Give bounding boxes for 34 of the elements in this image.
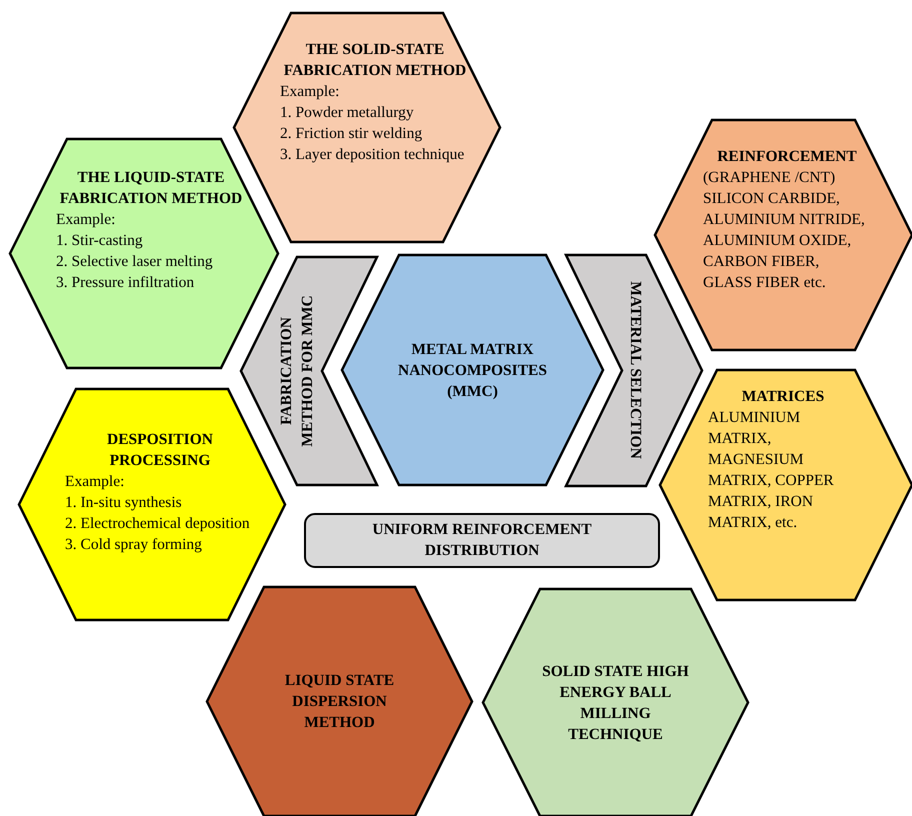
heading: DESPOSITION PROCESSING xyxy=(106,430,214,471)
list-item: 2. Electrochemical deposition xyxy=(65,514,251,534)
rounded-box xyxy=(304,513,660,568)
list-item: 2. Selective laser melting xyxy=(56,252,214,272)
example-label: Example: xyxy=(280,82,340,102)
list-item: 1. Powder metallurgy xyxy=(280,103,415,123)
body-text: ALUMINIUM MATRIX, MAGNESIUM MATRIX, COPPER MATRIX, IRON MATRIX, etc. xyxy=(708,408,835,533)
hexagon-box xyxy=(207,587,472,816)
hexagon-box xyxy=(483,589,748,816)
heading: THE SOLID-STATE FABRICATION METHOD xyxy=(282,40,468,81)
heading: METAL MATRIX NANOCOMPOSITES (MMC) xyxy=(397,340,548,402)
chevron-shape xyxy=(566,255,702,486)
heading: MATRICES xyxy=(740,387,826,407)
list-item: 2. Friction stir welding xyxy=(280,124,424,144)
list-item: 3. Cold spray forming xyxy=(65,535,203,555)
chevron-label: MATERIAL SELECTION xyxy=(626,280,646,460)
example-label: Example: xyxy=(65,472,126,492)
heading: LIQUID STATE DISPERSION METHOD xyxy=(284,671,396,733)
list-item: 3. Pressure infiltration xyxy=(56,273,196,293)
heading: THE LIQUID-STATE FABRICATION METHOD xyxy=(58,168,244,209)
hexagon-box xyxy=(660,370,912,600)
hexagon-box xyxy=(10,139,278,368)
list-item: 1. In-situ synthesis xyxy=(65,493,183,513)
hexagon-box xyxy=(342,255,603,485)
list-item: 1. Stir-casting xyxy=(56,231,144,251)
example-label: Example: xyxy=(56,210,116,230)
hexagon-box xyxy=(655,120,912,350)
heading: REINFORCEMENT xyxy=(716,147,858,167)
chevron-shape xyxy=(241,257,377,485)
chevron-label: FABRICATION METHOD FOR MMC xyxy=(277,294,317,449)
body-text: (GRAPHENE /CNT) SILICON CARBIDE, ALUMINIUM NITRIDE, ALUMINIUM OXIDE, CARBON FIBER, GLASS FIBER etc. xyxy=(703,168,866,293)
list-item: 3. Layer deposition technique xyxy=(280,145,466,165)
heading: UNIFORM REINFORCEMENT DISTRIBUTION xyxy=(371,520,593,561)
heading: SOLID STATE HIGH ENERGY BALL MILLING TECHNIQUE xyxy=(541,662,690,745)
